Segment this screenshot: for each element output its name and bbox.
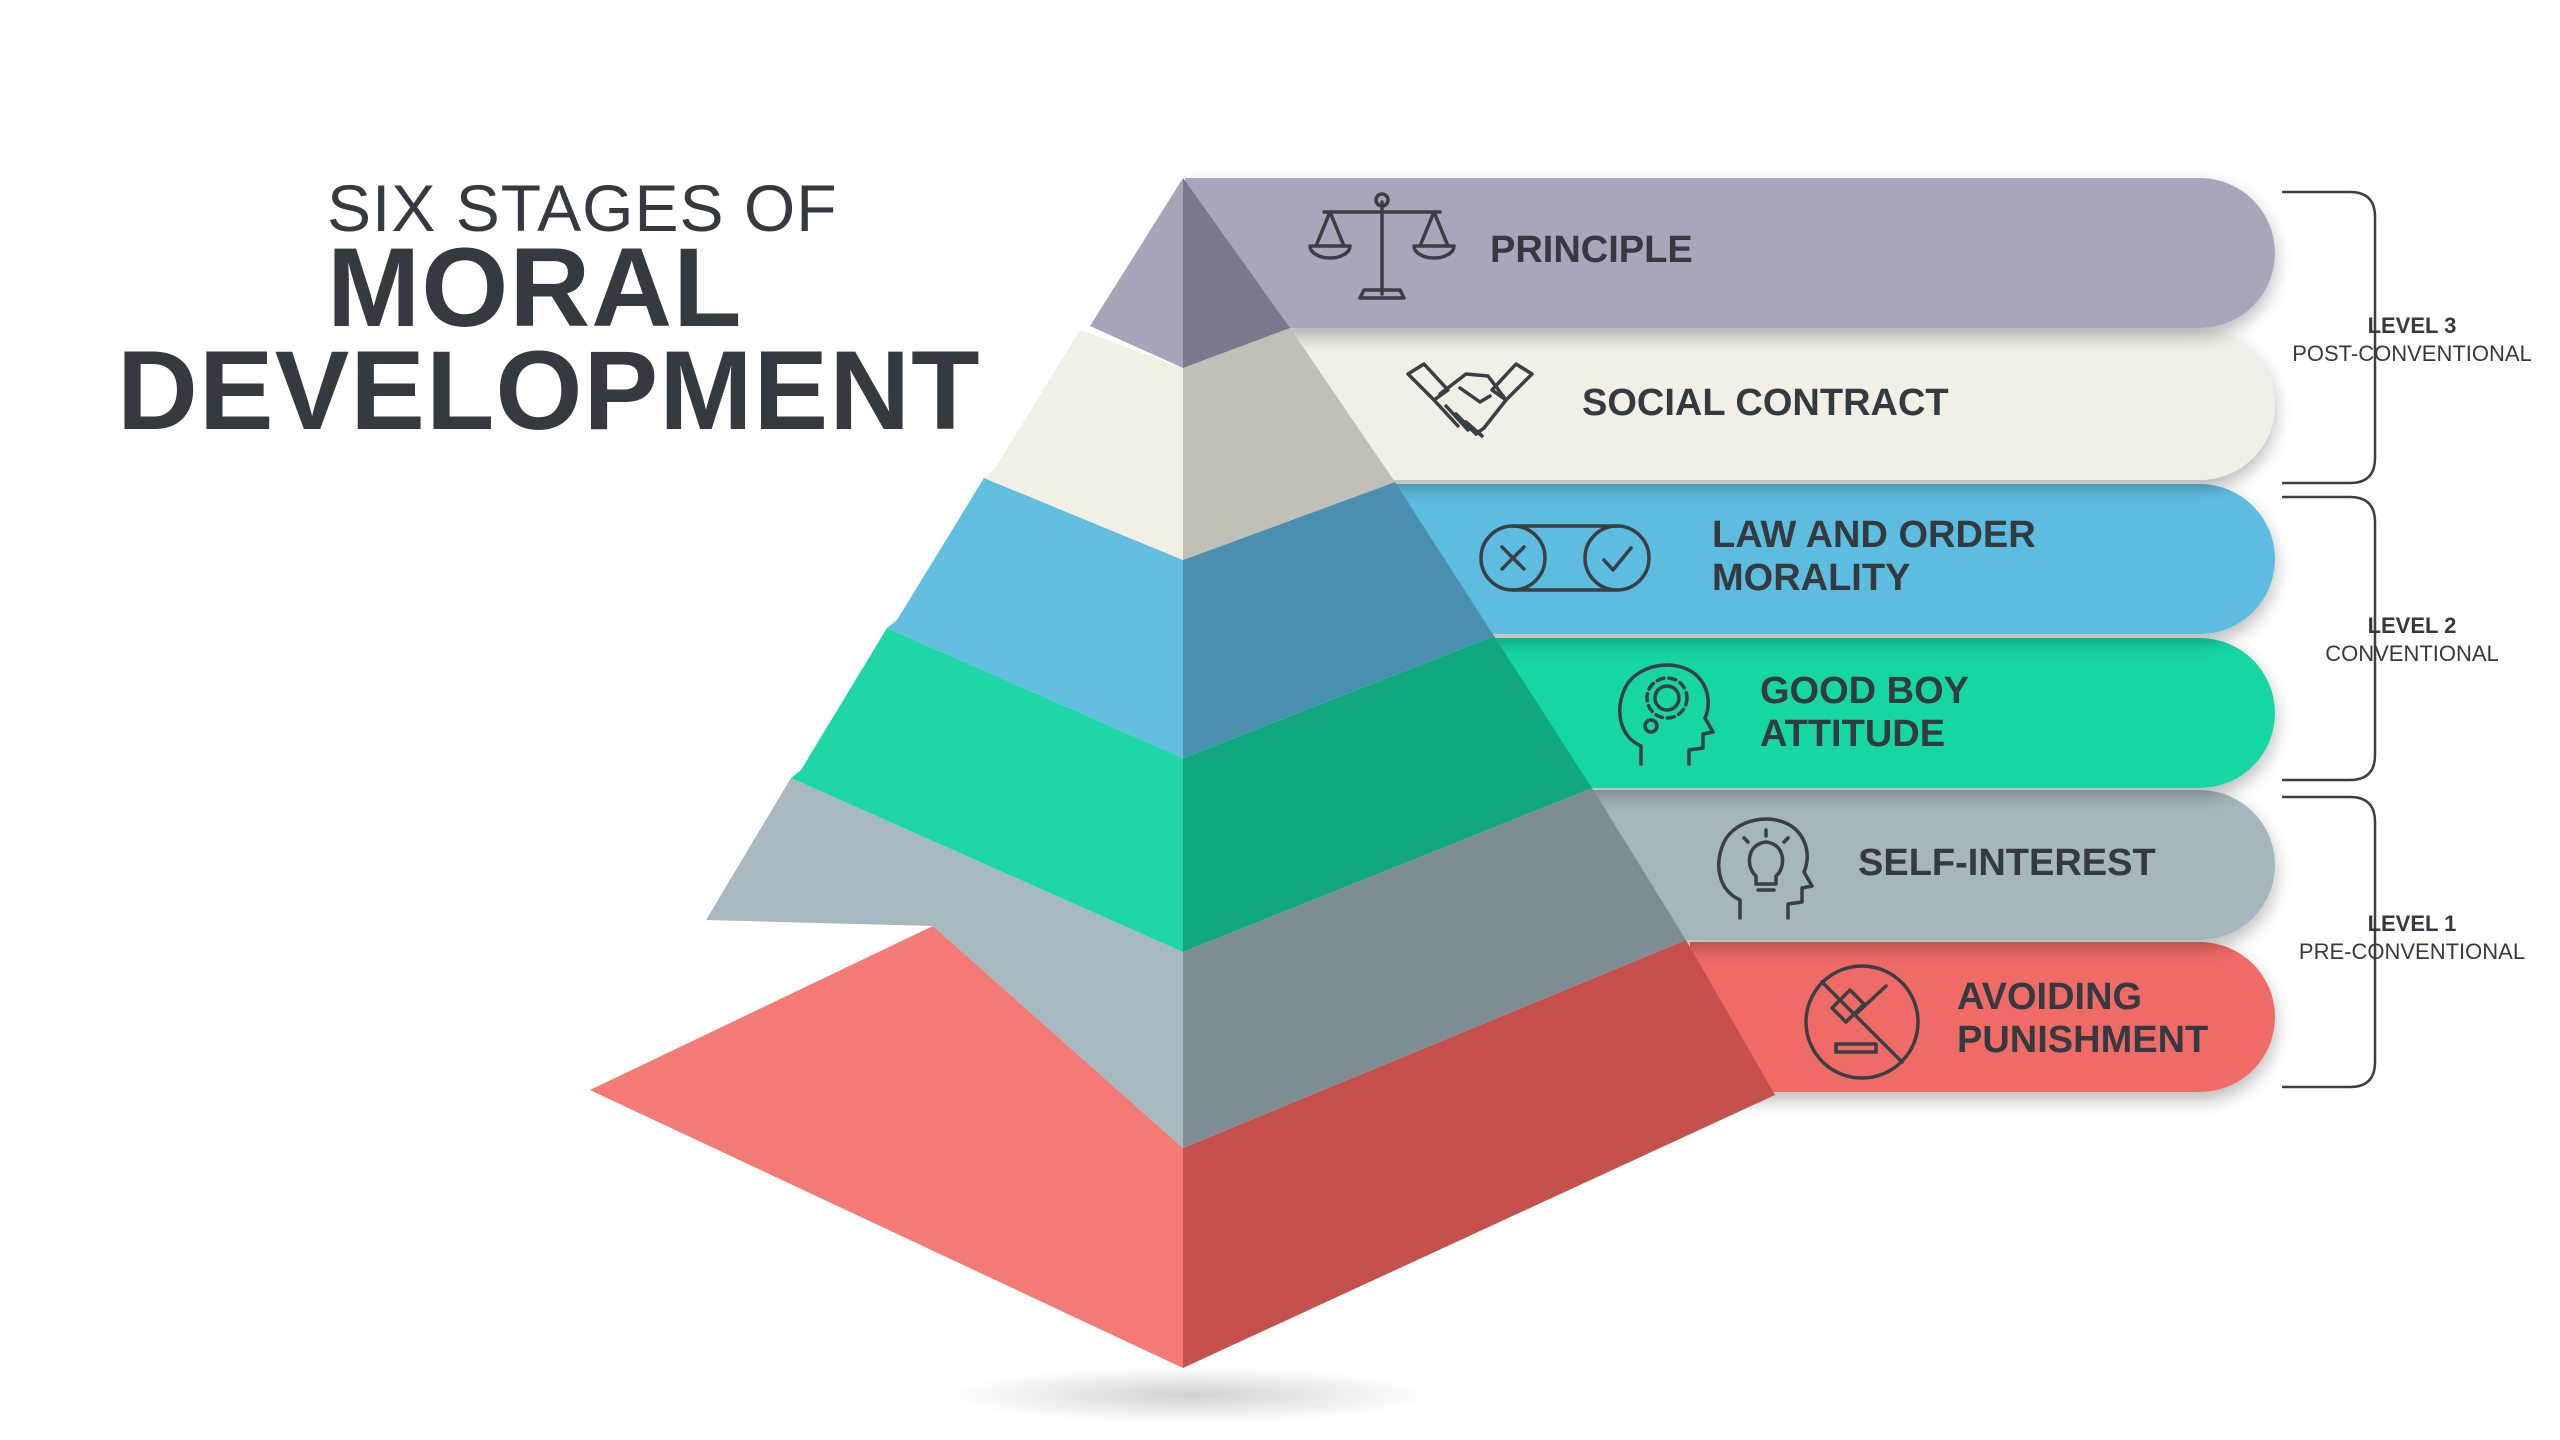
bracket-level-3 [2282,190,2377,485]
head-bulb-icon [1717,817,1814,920]
bracket-level-2 [2282,495,2377,782]
no-gavel-icon [1804,964,1920,1080]
pyramid-tier-red-right [1183,940,1775,1368]
level-name: POST-CONVENTIONAL [2292,341,2532,366]
pyramid-tier-grey-left [706,778,1183,1148]
level-number: LEVEL 2 [2367,613,2457,638]
pyramid [590,178,1775,1368]
pyramid-tier-green-left [791,628,1183,952]
cross-check-toggle-icon [1479,524,1651,592]
pill-good-boy-attitude [1490,638,2275,788]
stage-label-law-and-order: LAW AND ORDER MORALITY [1712,514,2036,599]
stage-label-social-contract: SOCIAL CONTRACT [1582,382,1949,424]
pyramid-tier-blue-right [1183,482,1494,758]
level-number: LEVEL 3 [2367,313,2457,338]
pyramid-tier-cream-left [984,330,1183,560]
pyramid-tier-grey-right [1183,788,1686,1148]
level-label-2: LEVEL 2 CONVENTIONAL [2282,612,2542,668]
pyramid-tier-green-right [1183,636,1592,952]
pyramid-tier-red-left [590,926,1183,1368]
stage-pills [1185,178,2275,1092]
stage-label-self-interest: SELF-INTEREST [1858,842,2156,884]
head-gear-icon [1618,663,1715,766]
stage-label-principle: PRINCIPLE [1490,229,1693,271]
title-line-1: MORAL [327,225,743,350]
level-brackets [2282,190,2377,1089]
stage-label-good-boy: GOOD BOY ATTITUDE [1760,670,1970,755]
pill-social-contract [1290,330,2275,480]
handshake-icon [1406,362,1534,438]
pyramid-tier-cream-right [1183,328,1395,560]
bracket-level-1 [2282,795,2377,1089]
level-label-1: LEVEL 1 PRE-CONVENTIONAL [2282,910,2542,966]
pyramid-tier-lavender-left [1090,178,1183,368]
pill-principle [1185,178,2275,328]
level-name: PRE-CONVENTIONAL [2298,939,2526,964]
stage-label-avoiding-punishment: AVOIDING PUNISHMENT [1957,976,2209,1061]
title-prefix: SIX STAGES OF [327,171,838,245]
pill-avoiding-punishment [1690,942,2275,1092]
title-block: SIX STAGES OF MORAL DEVELOPMENT [0,0,1000,500]
pyramid-tier-blue-left [887,478,1183,758]
pyramid-tier-lavender-right [1183,178,1290,368]
level-label-3: LEVEL 3 POST-CONVENTIONAL [2282,312,2542,368]
floor-shadow [950,1367,1430,1423]
pill-self-interest [1590,790,2275,940]
level-name: CONVENTIONAL [2325,641,2499,666]
level-number: LEVEL 1 [2367,911,2457,936]
title-line-2: DEVELOPMENT [117,328,981,453]
pill-law-and-order [1390,484,2275,634]
scales-icon [1308,192,1456,300]
